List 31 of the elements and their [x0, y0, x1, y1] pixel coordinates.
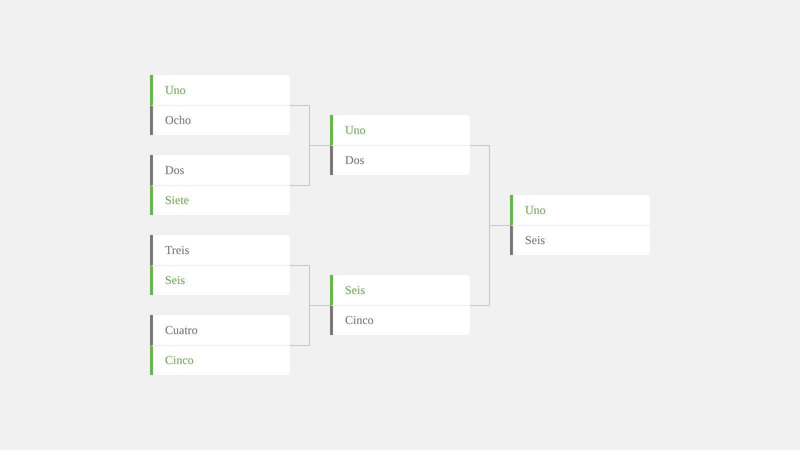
- match-card: [150, 155, 290, 215]
- team-row: [330, 275, 470, 306]
- team-name: Uno: [525, 202, 547, 218]
- bracket-connector: [290, 305, 330, 346]
- team-name: Treis: [165, 242, 190, 258]
- bracket-connector: [470, 225, 510, 306]
- team-row: [330, 115, 470, 146]
- team-name: Cinco: [345, 312, 375, 328]
- team-name: Seis: [165, 272, 186, 288]
- team-name: Uno: [165, 82, 187, 98]
- match-card: [510, 195, 650, 255]
- team-name: Cuatro: [165, 322, 199, 338]
- bracket-connector: [290, 145, 330, 186]
- match-card: [150, 75, 290, 135]
- team-row: [150, 235, 290, 266]
- team-name: Seis: [345, 282, 366, 298]
- team-row: [150, 75, 290, 106]
- team-name: Dos: [165, 162, 186, 178]
- team-name: Ocho: [165, 112, 192, 128]
- team-name: Uno: [345, 122, 367, 138]
- match-card: [150, 235, 290, 295]
- match-card: [330, 115, 470, 175]
- team-row: [510, 195, 650, 226]
- team-name: Seis: [525, 232, 546, 248]
- team-row: [150, 315, 290, 346]
- match-card: [330, 275, 470, 335]
- match-card: [150, 315, 290, 375]
- team-name: Dos: [345, 152, 366, 168]
- team-name: Siete: [165, 192, 190, 208]
- team-row: [150, 155, 290, 186]
- team-name: Cinco: [165, 352, 195, 368]
